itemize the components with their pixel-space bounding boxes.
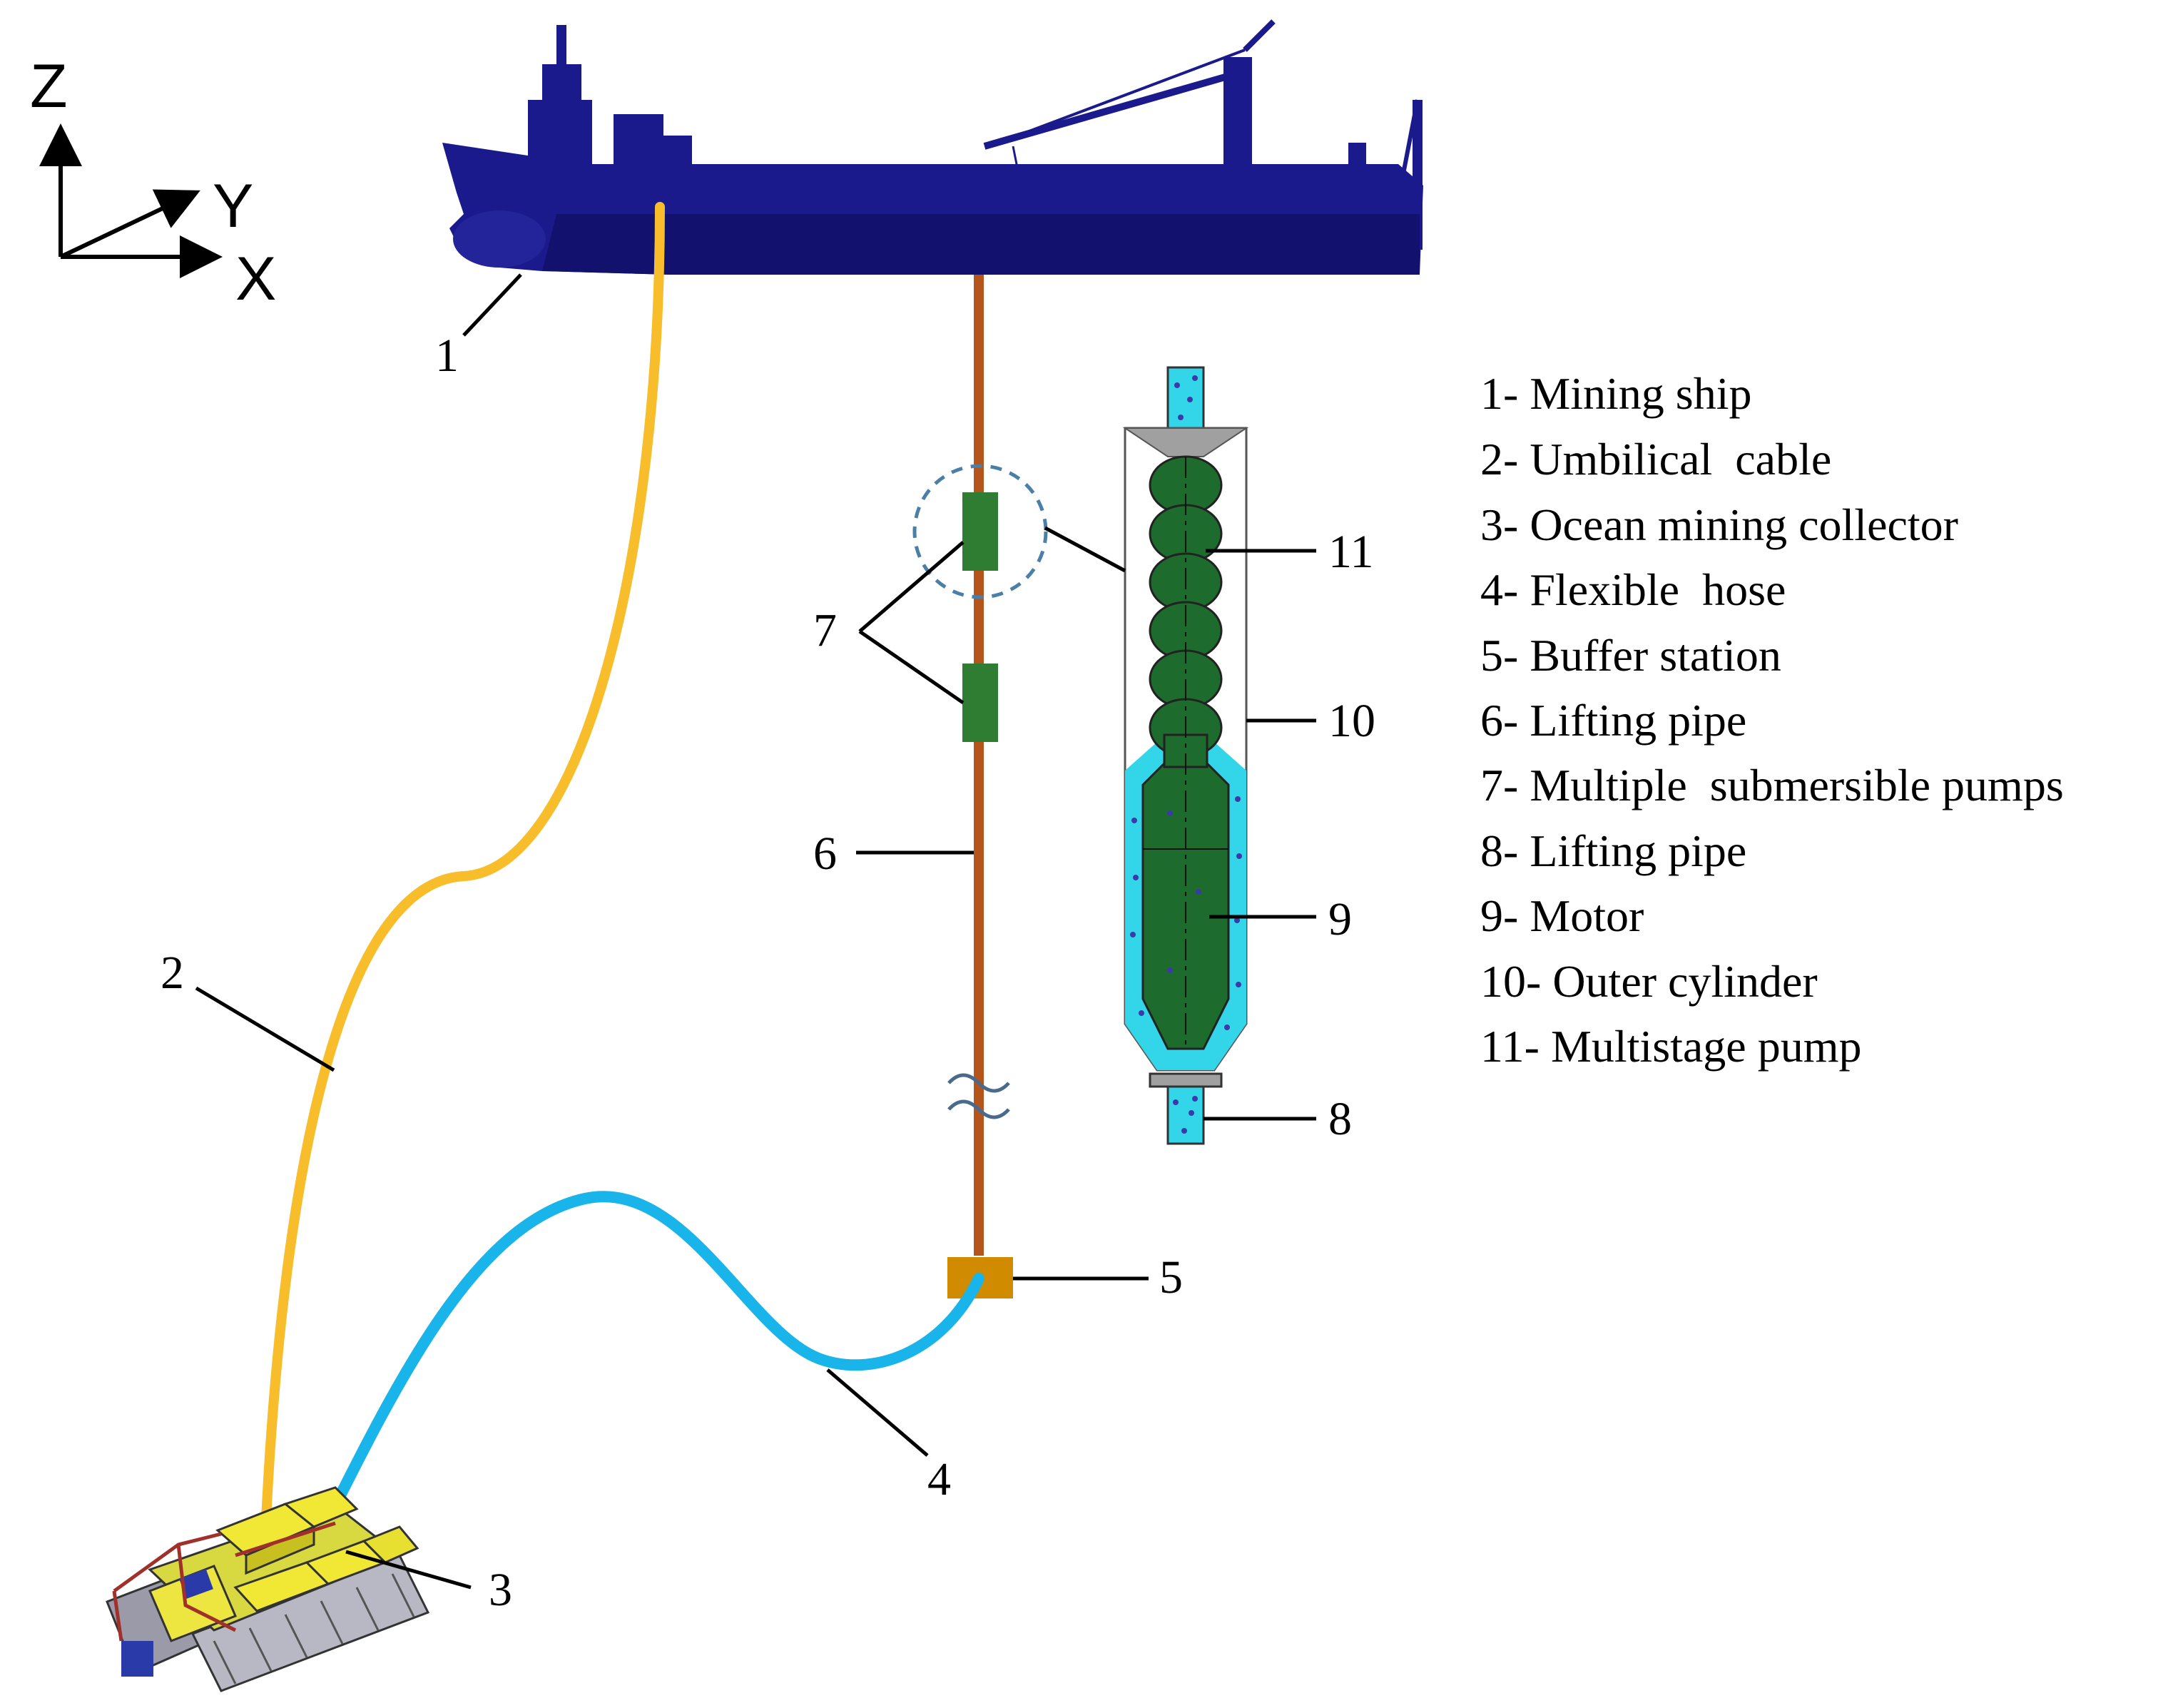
- pump-detail-highlight: [912, 464, 1048, 599]
- stern-gantry-arm: [1396, 99, 1420, 200]
- callout-5: 5: [1159, 1251, 1183, 1303]
- x-axis-label: X: [235, 245, 276, 313]
- ship-deckhouse: [663, 136, 692, 178]
- umbilical-cable: [260, 202, 665, 1539]
- ship-tower: [542, 64, 581, 107]
- legend-item-2: 2- Umbilical cable: [1480, 434, 1831, 484]
- leader-detail: [1044, 526, 1126, 573]
- ship-mast: [556, 25, 566, 68]
- leader-4: [826, 1368, 929, 1457]
- legend-item-3: 3- Ocean mining collector: [1480, 499, 1958, 550]
- legend: 1- Mining ship 2- Umbilical cable 3- Oce…: [1480, 368, 2064, 1072]
- ship-bow: [453, 210, 546, 268]
- collector-box: [362, 1525, 419, 1564]
- deck-unit: [1270, 178, 1298, 203]
- crane-boom: [983, 68, 1246, 150]
- inlet-pipe: [1166, 1085, 1205, 1145]
- callout-10: 10: [1328, 695, 1375, 747]
- leader-7b: [858, 629, 965, 705]
- ocean-mining-collector: [106, 1486, 430, 1692]
- leader-1: [462, 273, 522, 337]
- callout-7: 7: [813, 604, 837, 656]
- leader-7a: [858, 541, 965, 633]
- inlet-flange: [1149, 1072, 1223, 1088]
- collector-box: [283, 1486, 359, 1528]
- callout-11: 11: [1328, 526, 1374, 578]
- legend-item-7: 7- Multiple submersible pumps: [1480, 760, 2064, 810]
- legend-item-6: 6- Lifting pipe: [1480, 695, 1746, 746]
- callout-1: 1: [435, 330, 459, 382]
- ship-funnel: [614, 114, 663, 178]
- track-treads: [213, 1573, 415, 1684]
- pump-cross-section: [1122, 366, 1249, 1145]
- legend-item-10: 10- Outer cylinder: [1480, 956, 1818, 1007]
- ship-hull-shade: [542, 214, 1420, 275]
- callout-6: 6: [813, 828, 837, 880]
- nodule-particles: [1130, 375, 1242, 1134]
- deck-unit: [1348, 143, 1366, 200]
- flexible-hose: [301, 1191, 984, 1568]
- ship-bridge: [528, 100, 592, 178]
- crane-tower: [1223, 57, 1252, 200]
- leader-lines: [195, 273, 1316, 1590]
- leader-3: [345, 1550, 472, 1590]
- callout-2: 2: [161, 947, 184, 999]
- callout-3: 3: [489, 1564, 512, 1616]
- cylinder-top-cone: [1122, 427, 1249, 457]
- submersible-pump-lower: [962, 664, 998, 742]
- legend-item-1: 1- Mining ship: [1480, 368, 1751, 419]
- deck-unit: [792, 178, 828, 203]
- collector-blue-part: [179, 1569, 213, 1599]
- callout-numbers: 1 2 3 4 5 6 7 8 9 10 11: [161, 330, 1375, 1616]
- callout-8: 8: [1328, 1093, 1352, 1145]
- callout-4: 4: [927, 1453, 951, 1505]
- crane-boom-truss: [998, 49, 1246, 144]
- submersible-pump-upper: [962, 492, 998, 571]
- legend-item-9: 9- Motor: [1480, 890, 1644, 941]
- deck-unit: [1113, 178, 1149, 203]
- deck-unit: [699, 175, 742, 203]
- collector-red-frame: [112, 1521, 336, 1642]
- pipe-break-symbol: [947, 1073, 1010, 1119]
- legend-item-8: 8- Lifting pipe: [1480, 825, 1746, 876]
- y-axis-arrow: [59, 189, 200, 259]
- y-axis-label: Y: [213, 172, 253, 240]
- coordinate-axes: Z Y X: [30, 52, 276, 313]
- legend-item-5: 5- Buffer station: [1480, 630, 1781, 681]
- deck-unit: [899, 178, 935, 203]
- mining-ship: [442, 19, 1423, 275]
- collector-blue-part: [121, 1641, 153, 1677]
- legend-item-4: 4- Flexible hose: [1480, 564, 1786, 615]
- crane-jib: [1243, 19, 1276, 52]
- stern-gantry: [1413, 100, 1423, 250]
- leader-2: [195, 986, 335, 1072]
- callout-9: 9: [1328, 893, 1352, 945]
- z-axis-label: Z: [30, 52, 68, 121]
- crane-cable: [1012, 146, 1022, 183]
- legend-item-11: 11- Multistage pump: [1480, 1021, 1861, 1072]
- outlet-pipe: [1166, 366, 1205, 432]
